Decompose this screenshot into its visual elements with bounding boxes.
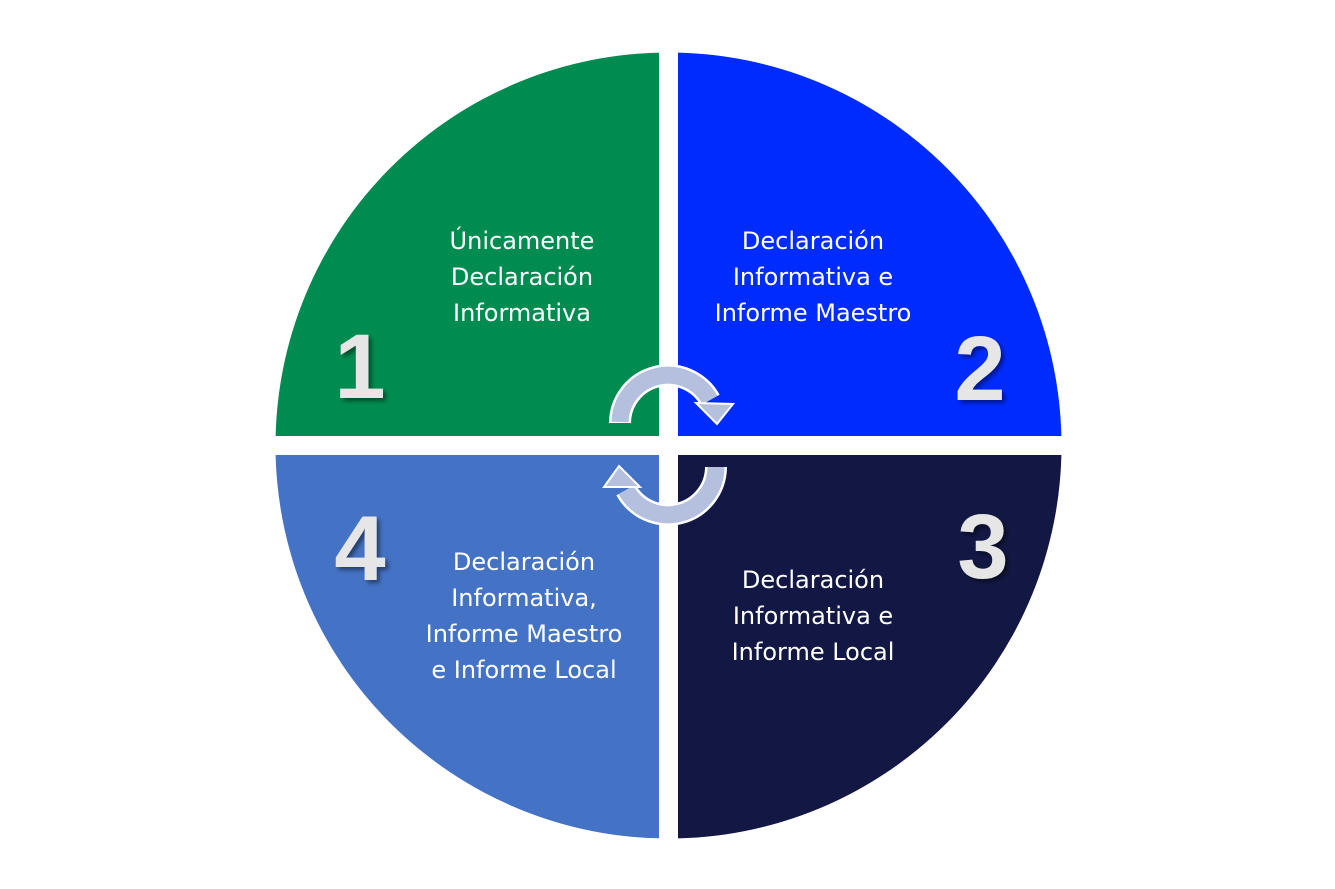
step-number-4: 4 (334, 498, 385, 600)
label-line: Informe Maestro (715, 299, 912, 327)
label-line: Informativa, (451, 584, 597, 612)
label-line: e Informe Local (431, 656, 616, 684)
label-line: Declaración (742, 566, 884, 594)
cycle-arrow-top-icon (609, 364, 736, 426)
label-line: Declaración (451, 263, 593, 291)
step-number-2: 2 (954, 318, 1005, 420)
label-line: Informativa e (733, 602, 893, 630)
quadrant-2-label: Declaración Informativa e Informe Maestr… (715, 227, 912, 327)
label-line: Informe Maestro (426, 620, 623, 648)
cycle-arrow-bottom-icon (602, 464, 727, 526)
label-line: Únicamente (450, 225, 595, 255)
quadrant-3-label: Declaración Informativa e Informe Local (732, 566, 895, 666)
label-line: Declaración (742, 227, 884, 255)
step-number-1: 1 (334, 316, 385, 418)
step-number-3: 3 (957, 496, 1008, 598)
label-line: Informativa e (733, 263, 893, 291)
label-line: Declaración (453, 548, 595, 576)
quadrant-1-label: Únicamente Declaración Informativa (450, 225, 595, 327)
label-line: Informe Local (732, 638, 895, 666)
quadrant-4-label: Declaración Informativa, Informe Maestro… (426, 548, 623, 684)
label-line: Informativa (453, 299, 591, 327)
quadrant-4 (275, 455, 659, 839)
